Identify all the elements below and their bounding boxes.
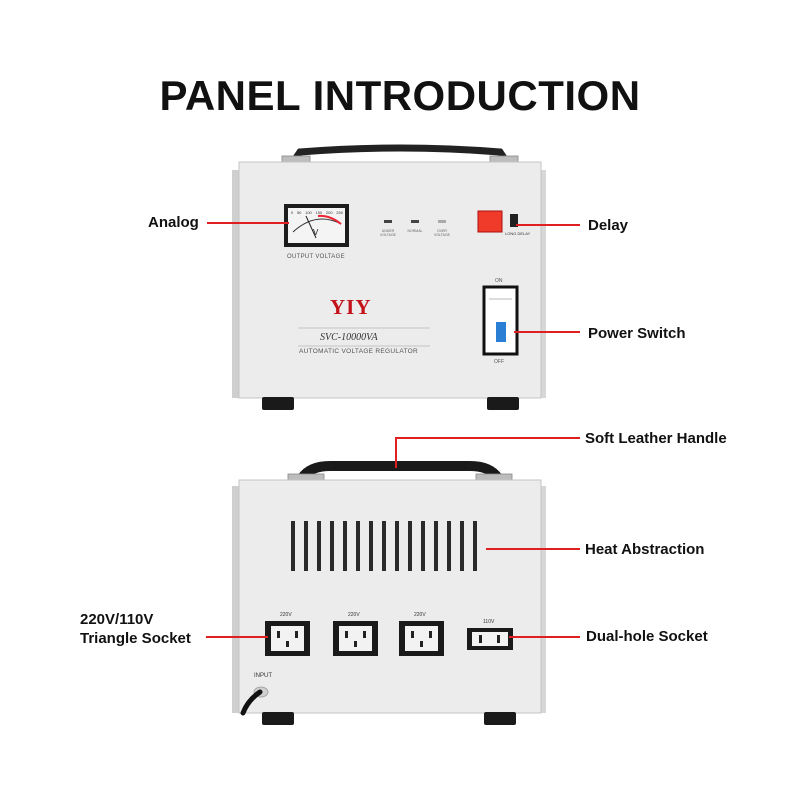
callout-triangle-line1: 220V/110V	[80, 611, 154, 628]
callout-triangle-line2: Triangle Socket	[80, 630, 191, 647]
model-number: SVC-10000VA	[320, 332, 378, 343]
meter-scale-0: 0	[291, 210, 294, 215]
socket-label-3: 220V	[414, 612, 426, 618]
led-normal	[411, 220, 419, 223]
triangle-socket-2	[333, 621, 378, 656]
triangle-socket-1	[265, 621, 310, 656]
socket-label-2: 220V	[348, 612, 360, 618]
callout-line-power-switch	[514, 331, 580, 333]
delay-button	[477, 210, 503, 233]
led-over-voltage	[438, 220, 446, 223]
front-meter-scale: 0 50 100 150 200 250	[291, 210, 343, 215]
dual-hole-socket	[467, 628, 513, 650]
meter-scale-250: 250	[336, 210, 343, 215]
page-title: PANEL INTRODUCTION	[159, 72, 641, 119]
input-label: INPUT	[254, 673, 272, 679]
label-normal: NORMAL	[407, 229, 423, 233]
label-over-voltage: OVER VOLTAGE	[433, 229, 450, 237]
callout-power-switch: Power Switch	[588, 325, 686, 342]
meter-scale-200: 200	[325, 210, 333, 215]
socket-label-1: 220V	[280, 612, 292, 618]
callout-line-delay	[516, 224, 580, 226]
led-under-voltage	[384, 220, 392, 223]
callout-analog: Analog	[148, 214, 199, 231]
callout-line-dual	[509, 636, 580, 638]
meter-scale-50: 50	[296, 210, 302, 215]
dual-socket-label: 110V	[483, 619, 495, 625]
meter-scale-150: 150	[315, 210, 323, 215]
front-handle	[288, 144, 512, 168]
meter-label: OUTPUT VOLTAGE	[287, 254, 345, 260]
meter-scale-100: 100	[305, 210, 312, 215]
callout-line-handle-horizontal	[395, 437, 580, 439]
callout-line-heat	[486, 548, 580, 550]
label-under-voltage: UNDER VOLTAGE	[379, 229, 396, 237]
input-cable	[240, 689, 263, 716]
callout-line-analog	[207, 222, 289, 224]
callout-delay: Delay	[588, 217, 629, 234]
power-switch	[482, 285, 519, 356]
switch-on-label: ON	[495, 278, 503, 284]
switch-off-label: OFF	[494, 359, 504, 365]
heat-vent-grille	[291, 521, 477, 571]
rear-handle	[297, 461, 503, 483]
product-subtitle: AUTOMATIC VOLTAGE REGULATOR	[299, 348, 418, 355]
callout-dual: Dual-hole Socket	[586, 628, 708, 645]
callout-heat: Heat Abstraction	[585, 541, 705, 558]
delay-label: LONG DELAY	[505, 231, 531, 236]
callout-handle: Soft Leather Handle	[585, 430, 727, 447]
callout-line-triangle	[206, 636, 268, 638]
triangle-socket-3	[399, 621, 444, 656]
meter-unit: V	[313, 228, 319, 237]
callout-line-handle-vertical	[395, 438, 397, 468]
brand-logo: YIY	[330, 295, 372, 319]
